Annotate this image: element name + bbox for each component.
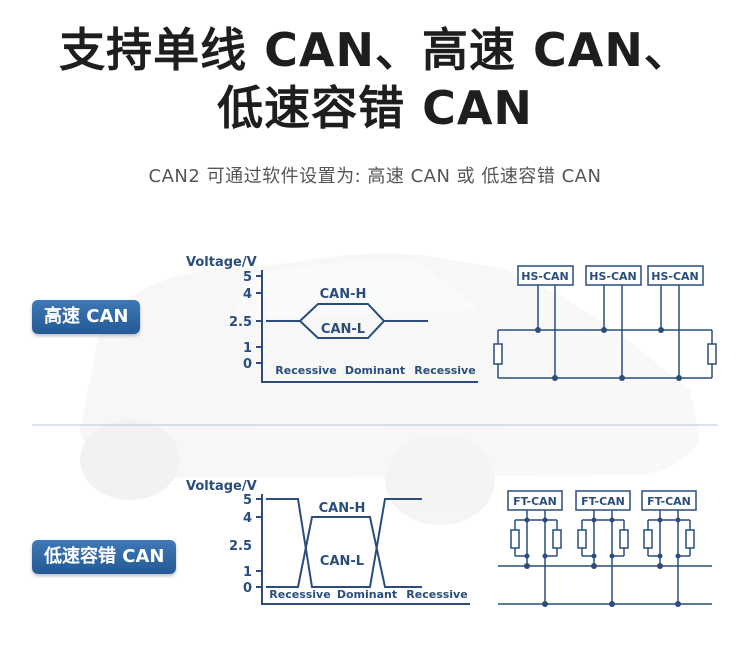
hs-can-l-label: CAN-L [321,322,365,337]
hs-y-tick: 2.5 [229,315,252,330]
hs-y-tick: 5 [243,270,252,285]
hs-can-l-trace [299,320,385,339]
car-background-image [80,253,700,525]
ft-x-label: Dominant [337,588,397,601]
hs-x-label: Dominant [345,364,405,377]
ft-node-label: FT-CAN [647,495,691,508]
hs-node-label: HS-CAN [651,270,699,283]
ft-x-label: Recessive [406,588,467,601]
fault-tolerant-can-badge: 低速容错 CAN [32,540,177,574]
hs-y-tick: 4 [243,287,252,302]
ft-y-tick: 2.5 [229,539,252,554]
ft-y-tick: 5 [243,493,252,508]
hs-bus-topology: HS-CAN HS-CAN HS-CAN [493,265,717,381]
hs-y-tick: 1 [243,341,252,356]
hs-can-h-label: CAN-H [320,287,367,302]
hs-node-label: HS-CAN [589,270,637,283]
page-subtitle: CAN2 可通过软件设置为: 高速 CAN 或 低速容错 CAN [148,166,602,187]
hs-y-tick: 0 [243,357,252,372]
page-title-line2: 低速容错 CAN [217,81,533,135]
hs-waveform-chart: Voltage/V 5 4 2.5 1 0 CAN-H CAN-L Recess… [186,255,478,383]
ft-y-tick: 1 [243,565,252,580]
ft-node-label: FT-CAN [581,495,625,508]
ft-node-label: FT-CAN [513,495,557,508]
ft-can-h-trace [266,516,422,588]
hs-node-label: HS-CAN [521,270,569,283]
hs-y-axis-label: Voltage/V [186,255,257,270]
hs-x-label: Recessive [414,364,475,377]
ft-waveform-chart: Voltage/V 5 4 2.5 1 0 CAN-H CAN-L Recess… [186,479,470,605]
ft-can-h-label: CAN-H [319,501,366,516]
ft-y-axis-label: Voltage/V [186,479,257,494]
ft-y-tick: 0 [243,581,252,596]
page-title-line1: 支持单线 CAN、高速 CAN、 [59,23,691,77]
high-speed-can-badge: 高速 CAN [32,300,141,334]
ft-y-tick: 4 [243,511,252,526]
ft-can-l-trace [266,498,422,588]
ft-axes [261,494,470,605]
ft-can-l-label: CAN-L [320,554,364,569]
hs-x-label: Recessive [275,364,336,377]
ft-x-label: Recessive [269,588,330,601]
ft-bus-topology: FT-CAN FT-CAN FT-CAN [498,490,712,607]
hs-axes [261,270,478,383]
hs-can-h-trace [266,303,428,322]
